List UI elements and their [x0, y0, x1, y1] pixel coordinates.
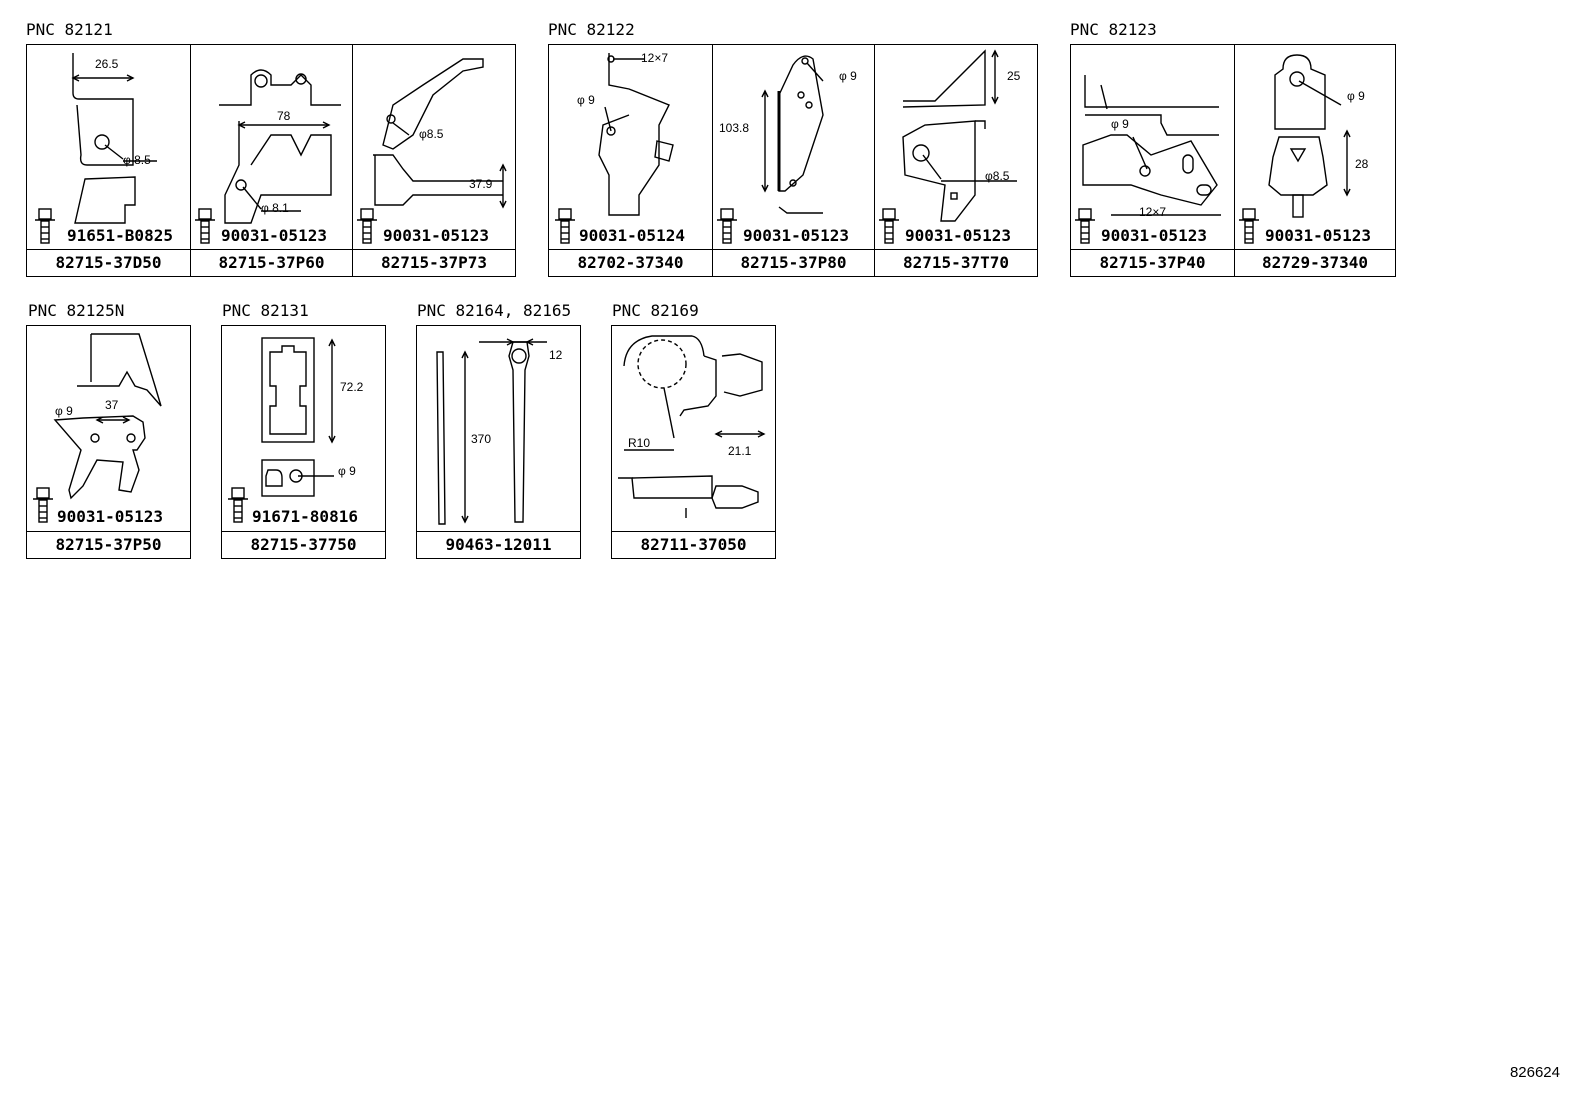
bolt-part-number[interactable]: 90031-05123 [1265, 226, 1371, 245]
bolt-icon [35, 208, 55, 244]
bracket-illustration [1082, 75, 1221, 216]
part-cell-82711-37050[interactable]: R10 21.1 82711-37050 [612, 326, 775, 558]
dimension-label: φ 9 [1111, 117, 1129, 131]
bolt-part-number[interactable]: 90031-05123 [57, 507, 163, 526]
bolt-icon [717, 208, 737, 244]
bolt-icon [33, 487, 53, 523]
dimension-label: R10 [628, 436, 651, 450]
dimension-label: 103.8 [719, 121, 750, 135]
part-cell-82729-37340[interactable]: φ 9 28 90031-05123 82729-37340 [1235, 45, 1395, 276]
bolt-icon [1239, 208, 1259, 244]
bracket-illustration [761, 55, 824, 214]
pnc-label-82169: PNC 82169 [612, 301, 699, 320]
bracket-illustration [373, 58, 507, 209]
part-number[interactable]: 82715-37P50 [27, 531, 190, 558]
dimension-label: 37.9 [469, 177, 493, 191]
part-number[interactable]: 82715-37P80 [713, 249, 874, 276]
parts-group-82121: 26.5 φ 8.5 91651-B0825 82715-37D50 78 φ … [26, 44, 516, 277]
part-number[interactable]: 82702-37340 [549, 249, 712, 276]
part-number[interactable]: 82715-37P60 [191, 249, 352, 276]
part-number[interactable]: 82715-37D50 [27, 249, 190, 276]
part-cell-90463-12011[interactable]: 12 370 90463-12011 [417, 326, 580, 558]
parts-group-82164-82165: 12 370 90463-12011 [416, 325, 581, 559]
part-number[interactable]: 82715-37P73 [353, 249, 515, 276]
bolt-part-number[interactable]: 90031-05123 [383, 226, 489, 245]
part-cell-82715-37D50[interactable]: 26.5 φ 8.5 91651-B0825 82715-37D50 [27, 45, 191, 276]
part-number[interactable]: 82715-37P40 [1071, 249, 1234, 276]
part-cell-82715-37P40[interactable]: φ 9 12×7 90031-05123 82715-37P40 [1071, 45, 1235, 276]
parts-group-82131: 72.2 φ 9 91671-80816 82715-37750 [221, 325, 386, 559]
clamp-illustration [618, 335, 766, 518]
bolt-part-number[interactable]: 90031-05123 [1101, 226, 1207, 245]
dimension-label: 370 [471, 432, 492, 446]
dimension-label: φ 9 [55, 404, 73, 418]
pnc-label-82131: PNC 82131 [222, 301, 309, 320]
part-number[interactable]: 82729-37340 [1235, 249, 1395, 276]
parts-group-82122: 12×7 φ 9 90031-05124 82702-37340 φ 9 103… [548, 44, 1038, 277]
clip-illustration [261, 337, 336, 497]
part-cell-82715-37P60[interactable]: 78 φ 8.1 90031-05123 82715-37P60 [191, 45, 353, 276]
part-cell-82715-37T70[interactable]: 25 φ8.5 90031-05123 82715-37T70 [875, 45, 1037, 276]
dimension-label: φ 8.1 [261, 201, 289, 215]
dimension-label: 12×7 [641, 51, 669, 65]
dimension-label: 21.1 [728, 444, 752, 458]
bolt-icon [1075, 208, 1095, 244]
bolt-icon [555, 208, 575, 244]
part-number[interactable]: 82711-37050 [612, 531, 775, 558]
bolt-part-number[interactable]: 91651-B0825 [67, 226, 173, 245]
dimension-label: 12×7 [1139, 205, 1167, 219]
dimension-label: 37 [105, 398, 119, 412]
part-cell-82702-37340[interactable]: 12×7 φ 9 90031-05124 82702-37340 [549, 45, 713, 276]
pnc-label-82121: PNC 82121 [26, 20, 113, 39]
bolt-part-number[interactable]: 90031-05123 [743, 226, 849, 245]
bolt-part-number[interactable]: 90031-05123 [221, 226, 327, 245]
bracket-illustration [71, 53, 157, 224]
dimension-label: φ 9 [577, 93, 595, 107]
bolt-part-number[interactable]: 90031-05123 [905, 226, 1011, 245]
pnc-label-82164-82165: PNC 82164, 82165 [417, 301, 572, 320]
bracket-illustration [219, 69, 341, 224]
part-number[interactable]: 82715-37750 [222, 531, 385, 558]
dimension-label: 26.5 [95, 57, 119, 71]
part-number[interactable]: 90463-12011 [417, 531, 580, 558]
dimension-label: φ 9 [839, 69, 857, 83]
bolt-icon [879, 208, 899, 244]
dimension-label: φ8.5 [985, 169, 1010, 183]
bracket-illustration [598, 53, 674, 216]
dimension-label: φ 8.5 [123, 153, 151, 167]
dimension-label: φ 9 [1347, 89, 1365, 103]
part-cell-82715-37P80[interactable]: φ 9 103.8 90031-05123 82715-37P80 [713, 45, 875, 276]
part-cell-82715-37750[interactable]: 72.2 φ 9 91671-80816 82715-37750 [222, 326, 385, 558]
bolt-part-number[interactable]: 90031-05124 [579, 226, 685, 245]
parts-group-82169: R10 21.1 82711-37050 [611, 325, 776, 559]
parts-group-82123: φ 9 12×7 90031-05123 82715-37P40 φ 9 28 … [1070, 44, 1396, 277]
bolt-part-number[interactable]: 91671-80816 [252, 507, 358, 526]
dimension-label: φ 9 [338, 464, 356, 478]
illustration-number: 826624 [1509, 1064, 1560, 1081]
dimension-label: 72.2 [340, 380, 364, 394]
bolt-icon [195, 208, 215, 244]
part-cell-82715-37P50[interactable]: φ 9 37 90031-05123 82715-37P50 [27, 326, 190, 558]
dimension-label: 78 [277, 109, 291, 123]
dimension-label: 12 [549, 348, 563, 362]
dimension-label: 25 [1007, 69, 1021, 83]
dimension-label: 28 [1355, 157, 1369, 171]
pnc-label-82122: PNC 82122 [548, 20, 635, 39]
part-number[interactable]: 82715-37T70 [875, 249, 1037, 276]
clip-illustration [1268, 54, 1351, 218]
pnc-label-82123: PNC 82123 [1070, 20, 1157, 39]
parts-group-82125N: φ 9 37 90031-05123 82715-37P50 [26, 325, 191, 559]
pnc-label-82125N: PNC 82125N [28, 301, 125, 320]
dimension-label: φ8.5 [419, 127, 444, 141]
bracket-illustration [53, 333, 162, 500]
bracket-illustration [902, 49, 1017, 222]
bolt-icon [228, 487, 248, 523]
part-cell-82715-37P73[interactable]: φ8.5 37.9 90031-05123 82715-37P73 [353, 45, 515, 276]
cable-tie-illustration [436, 338, 547, 525]
bolt-icon [357, 208, 377, 244]
